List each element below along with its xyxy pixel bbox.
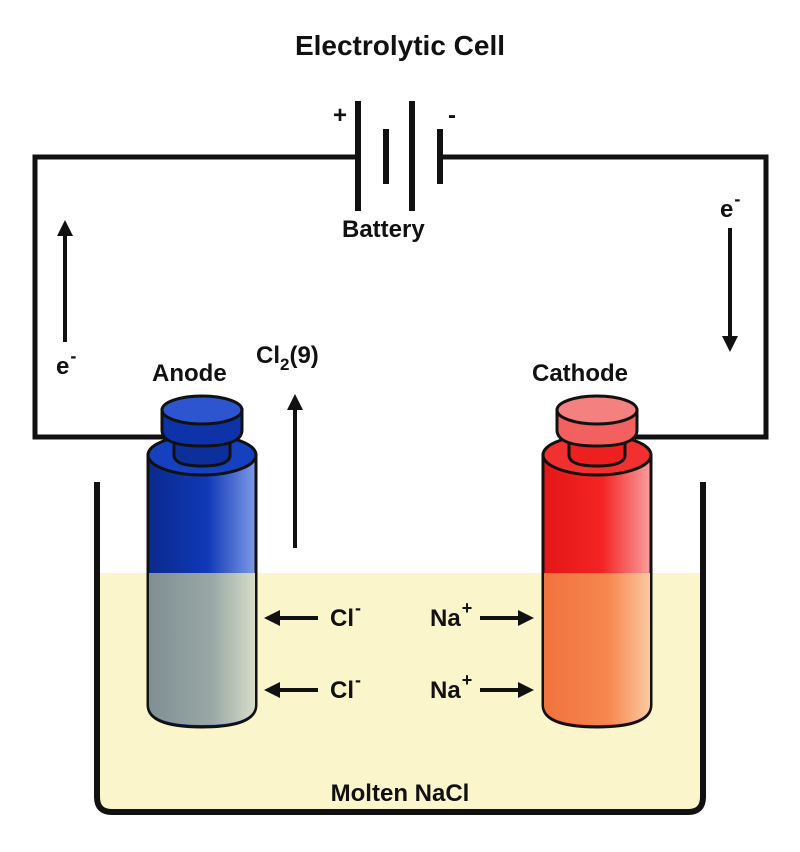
gas-symbol: Cl (256, 342, 280, 369)
battery-negative-sign: - (448, 102, 456, 129)
anode-electrode (146, 394, 258, 729)
electrolyte-label: Molten NaCl (330, 780, 470, 807)
electron-charge: - (734, 189, 741, 209)
battery-symbol (355, 101, 443, 211)
chloride-ion-label-upper: Cl- (330, 599, 361, 632)
electron-label-right: e- (720, 190, 740, 223)
cation-charge: + (461, 598, 473, 618)
gas-subscript: 2 (280, 355, 290, 374)
cation-symbol: Na (430, 605, 461, 632)
diagram-title: Electrolytic Cell (294, 30, 506, 61)
electron-symbol: e (56, 353, 70, 380)
cathode-label: Cathode (532, 360, 628, 387)
battery-positive-sign: + (333, 102, 348, 129)
cation-charge: + (461, 670, 473, 690)
sodium-ion-label-upper: Na+ (430, 599, 472, 632)
cathode-electrode (541, 394, 653, 729)
circuit-wire-left (32, 154, 358, 440)
chloride-ion-label-lower: Cl- (330, 671, 361, 704)
anode-label: Anode (152, 360, 227, 387)
sodium-ion-label-lower: Na+ (430, 671, 472, 704)
battery-label: Battery (342, 216, 425, 243)
cation-symbol: Na (430, 677, 461, 704)
anion-symbol: Cl (330, 605, 354, 632)
anion-charge: - (355, 598, 361, 618)
circuit-wire-right (440, 154, 769, 440)
electron-symbol: e (720, 196, 734, 223)
anion-symbol: Cl (330, 677, 354, 704)
chlorine-gas-label: Cl2(9) (256, 342, 319, 374)
container-vessel (94, 482, 706, 815)
electron-label-left: e- (56, 347, 76, 380)
anion-charge: - (355, 670, 361, 690)
gas-state: (9) (289, 342, 319, 369)
electron-charge: - (70, 346, 77, 366)
